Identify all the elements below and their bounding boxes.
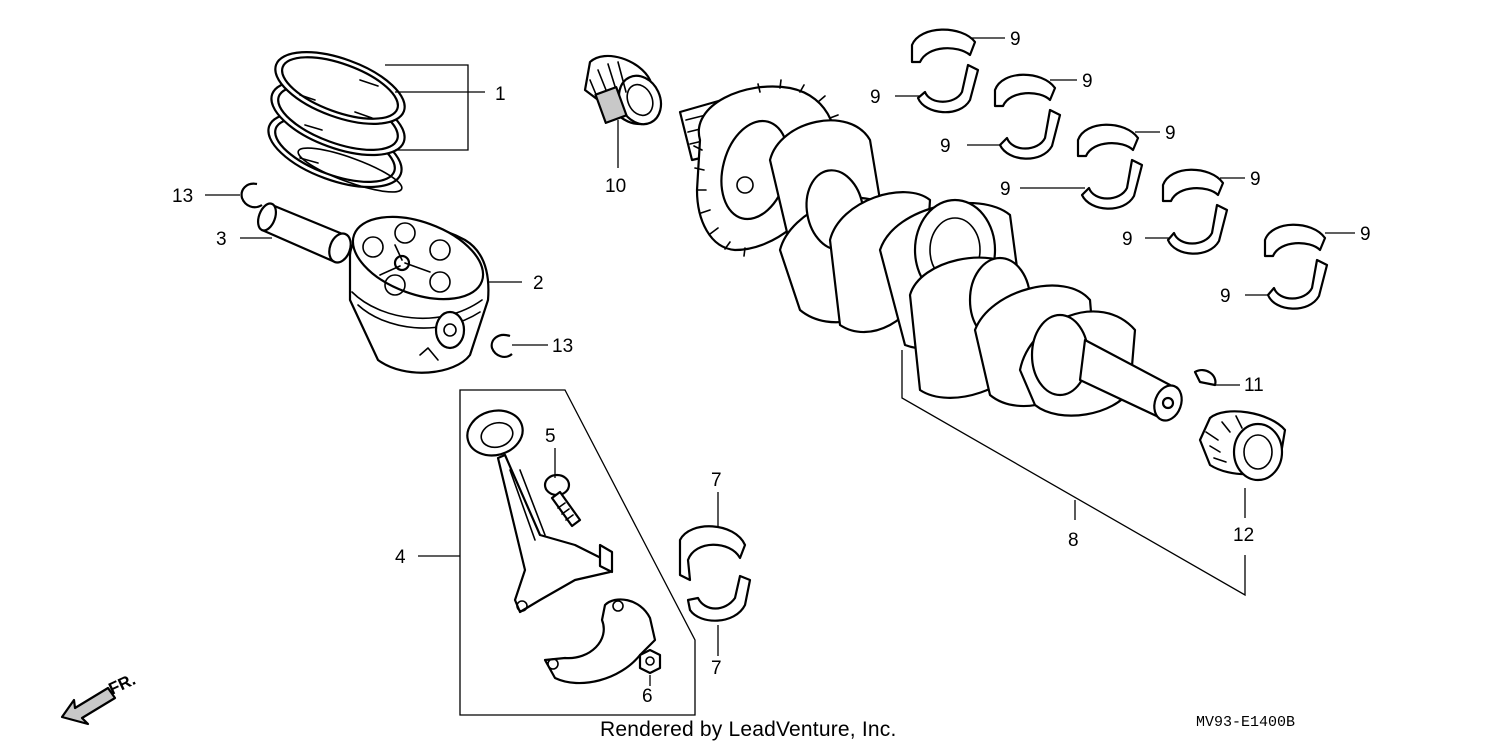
- main-bearing-4b[interactable]: [1166, 203, 1229, 255]
- callout-9-j: 9: [1220, 286, 1231, 307]
- piston-pin[interactable]: [255, 201, 355, 265]
- main-bearing-2b[interactable]: [998, 108, 1062, 160]
- callout-9-e: 9: [1360, 224, 1371, 245]
- callout-3: 3: [216, 229, 227, 250]
- callout-13-upper: 13: [172, 186, 193, 207]
- callout-1: 1: [495, 84, 506, 105]
- crankshaft-end-bearing[interactable]: [1198, 410, 1287, 482]
- main-bearing-1a[interactable]: [910, 28, 977, 64]
- callout-4: 4: [395, 547, 406, 568]
- callout-12: 12: [1233, 525, 1254, 546]
- main-bearing-5a[interactable]: [1263, 223, 1327, 258]
- piston[interactable]: [342, 201, 494, 374]
- main-bearing-4a[interactable]: [1161, 168, 1225, 203]
- callout-9-c: 9: [1165, 123, 1176, 144]
- callout-7-lower: 7: [711, 658, 722, 679]
- main-bearing-5b[interactable]: [1266, 258, 1329, 310]
- main-bearing-2a[interactable]: [993, 73, 1057, 108]
- callout-9-b: 9: [1082, 71, 1093, 92]
- main-bearing-1b[interactable]: [916, 63, 980, 114]
- callout-9-g: 9: [940, 136, 951, 157]
- callout-10: 10: [605, 176, 626, 197]
- piston-pin-clip-lower[interactable]: [490, 333, 513, 358]
- callout-2: 2: [533, 273, 544, 294]
- connecting-rod-cap[interactable]: [543, 598, 657, 685]
- callout-7-upper: 7: [711, 470, 722, 491]
- diagram-code: MV93-E1400B: [1196, 714, 1296, 731]
- piston-pin-clip-upper[interactable]: [240, 182, 263, 209]
- crankshaft[interactable]: [678, 79, 1186, 424]
- callout-13-lower: 13: [552, 336, 573, 357]
- conrod-group-frame: [459, 389, 696, 716]
- callout-5: 5: [545, 426, 556, 447]
- callout-9-f: 9: [870, 87, 881, 108]
- main-bearing-3b[interactable]: [1080, 158, 1144, 210]
- conrod-bolt[interactable]: [543, 473, 582, 528]
- callout-8: 8: [1068, 530, 1079, 551]
- callout-9-h: 9: [1000, 179, 1011, 200]
- connecting-rod[interactable]: [462, 405, 614, 614]
- callout-11: 11: [1244, 375, 1264, 396]
- woodruff-key[interactable]: [1193, 368, 1217, 387]
- conrod-bearing-lower[interactable]: [686, 574, 752, 622]
- front-direction-arrow-icon: [60, 686, 117, 726]
- callout-9-a: 9: [1010, 29, 1021, 50]
- piston-ring-set[interactable]: [259, 37, 414, 202]
- needle-bearing[interactable]: [583, 54, 669, 131]
- main-bearing-3a[interactable]: [1076, 123, 1140, 158]
- callout-6: 6: [642, 686, 653, 707]
- conrod-bearing-upper[interactable]: [678, 525, 747, 582]
- leader-lines: [205, 37, 1355, 686]
- callout-9-d: 9: [1250, 169, 1261, 190]
- conrod-nut[interactable]: [638, 648, 662, 675]
- footer-credit: Rendered by LeadVenture, Inc.: [600, 718, 897, 741]
- callout-9-i: 9: [1122, 229, 1133, 250]
